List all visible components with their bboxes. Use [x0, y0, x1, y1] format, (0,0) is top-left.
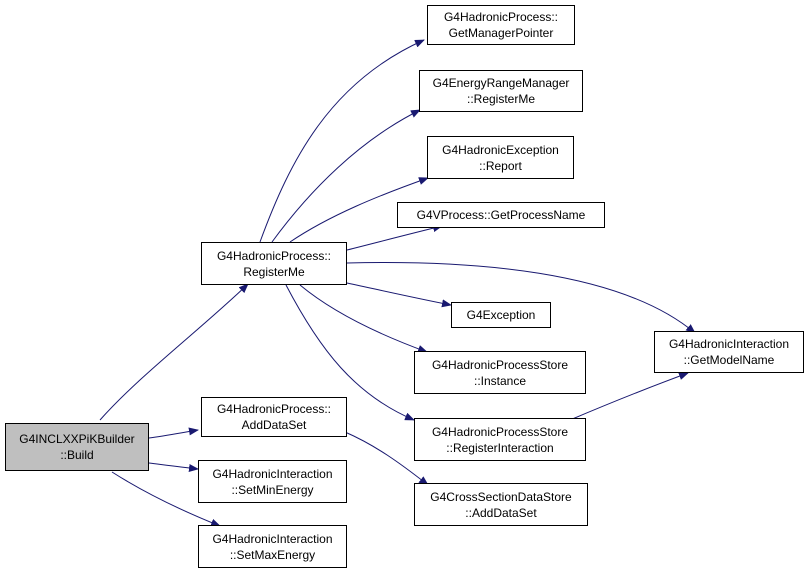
node-setminenergy-line1: G4HadronicInteraction — [212, 466, 333, 481]
node-store-instance-line1: G4HadronicProcessStore — [431, 357, 569, 372]
node-setminenergy[interactable]: G4HadronicInteraction ::SetMinEnergy — [198, 460, 347, 503]
node-setminenergy-line2: ::SetMinEnergy — [231, 482, 314, 497]
edge-registerme-to-getmanagerpointer — [259, 39, 425, 243]
edge-build-to-registerme — [99, 283, 249, 421]
node-registerme-line1: G4HadronicProcess:: — [216, 248, 332, 263]
node-getmodelname-line2: ::GetModelName — [683, 353, 775, 367]
node-g4exception-line1: G4Exception — [466, 308, 536, 322]
node-getmodelname-line1: G4HadronicInteraction — [668, 337, 790, 351]
node-getmanagerpointer[interactable]: G4HadronicProcess:: GetManagerPointer — [427, 5, 575, 45]
node-build-line2: ::Build — [60, 448, 94, 462]
node-exception-report-line2: ::Report — [479, 158, 522, 173]
node-getmanagerpointer-line2: GetManagerPointer — [448, 26, 554, 40]
node-store-registerinteraction[interactable]: G4HadronicProcessStore ::RegisterInterac… — [414, 418, 586, 461]
node-getprocessname-line1: G4VProcess::GetProcessName — [416, 208, 586, 222]
node-store-instance-line2: ::Instance — [473, 373, 527, 388]
node-energyrange-registerme-line2: ::RegisterMe — [466, 92, 536, 106]
node-getprocessname[interactable]: G4VProcess::GetProcessName — [397, 202, 605, 228]
node-xs-adddataset-line2: ::AddDataSet — [465, 505, 537, 520]
edge-registerme-to-energyrange — [271, 109, 421, 243]
node-store-registerinteraction-line1: G4HadronicProcessStore — [431, 424, 569, 439]
edge-registerme-to-storeinstance — [299, 284, 428, 353]
edge-registerme-to-storeregister — [285, 284, 415, 421]
node-setmaxenergy[interactable]: G4HadronicInteraction ::SetMaxEnergy — [198, 525, 347, 568]
edge-registerme-to-g4exception — [346, 282, 452, 308]
node-registerme[interactable]: G4HadronicProcess:: RegisterMe — [201, 242, 347, 285]
node-energyrange-registerme[interactable]: G4EnergyRangeManager ::RegisterMe — [419, 70, 583, 112]
node-getmodelname[interactable]: G4HadronicInteraction ::GetModelName — [654, 331, 804, 373]
edge-registerme-to-getprocessname — [346, 224, 443, 251]
edge-build-to-setmaxenergy — [111, 471, 221, 527]
edge-adddataset-to-xsadddataset — [344, 431, 429, 486]
node-store-registerinteraction-line2: ::RegisterInteraction — [446, 440, 554, 455]
node-xs-adddataset-line1: G4CrossSectionDataStore — [430, 489, 572, 504]
node-setmaxenergy-line1: G4HadronicInteraction — [212, 531, 333, 546]
node-build-line1: G4INCLXXPiKBuilder — [19, 432, 135, 446]
edge-registerme-to-exceptionreport — [289, 177, 429, 243]
node-registerme-line2: RegisterMe — [243, 264, 305, 279]
node-adddataset[interactable]: G4HadronicProcess:: AddDataSet — [201, 397, 347, 437]
node-adddataset-line1: G4HadronicProcess:: — [216, 402, 332, 416]
node-getmanagerpointer-line1: G4HadronicProcess:: — [443, 10, 559, 24]
node-exception-report[interactable]: G4HadronicException ::Report — [427, 136, 574, 179]
node-store-instance[interactable]: G4HadronicProcessStore ::Instance — [414, 351, 586, 394]
node-xs-adddataset[interactable]: G4CrossSectionDataStore ::AddDataSet — [414, 483, 588, 526]
node-build[interactable]: G4INCLXXPiKBuilder ::Build — [5, 423, 149, 471]
node-g4exception[interactable]: G4Exception — [451, 302, 551, 328]
node-setmaxenergy-line2: ::SetMaxEnergy — [229, 547, 316, 562]
edge-storeregister-to-getmodelname — [569, 372, 689, 421]
edge-build-to-setminenergy — [148, 462, 199, 472]
edge-registerme-to-getmodelname — [346, 262, 696, 334]
node-adddataset-line2: AddDataSet — [241, 418, 307, 432]
edge-build-to-adddataset — [148, 427, 199, 439]
node-exception-report-line1: G4HadronicException — [442, 142, 559, 157]
node-energyrange-registerme-line1: G4EnergyRangeManager — [432, 76, 570, 90]
